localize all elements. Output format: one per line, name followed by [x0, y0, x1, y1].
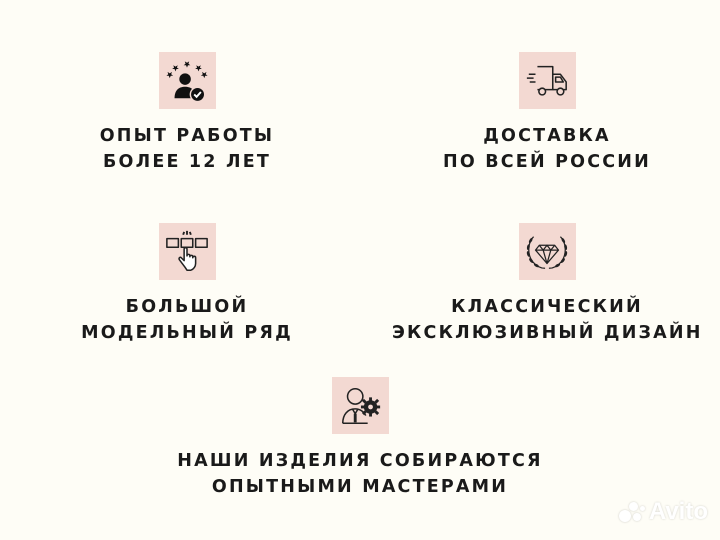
feature-experience: ОПЫТ РАБОТЫ БОЛЕЕ 12 ЛЕТ [87, 52, 287, 175]
feature-subtitle: ПО ВСЕЙ РОССИИ [443, 152, 651, 172]
feature-title: НАШИ ИЗДЕЛИЯ СОБИРАЮТСЯ [177, 451, 543, 471]
diamond-laurel-icon [526, 235, 568, 269]
feature-title: КЛАССИЧЕСКИЙ [451, 297, 643, 317]
feature-title: БОЛЬШОЙ [125, 297, 249, 317]
hand-select-icon [166, 230, 208, 271]
feature-tile [518, 223, 576, 280]
watermark-text: Avito [648, 498, 708, 525]
feature-craftsmen: НАШИ ИЗДЕЛИЯ СОБИРАЮТСЯ ОПЫТНЫМИ МАСТЕРА… [170, 377, 550, 500]
feature-classic-design: КЛАССИЧЕСКИЙ ЭКСКЛЮЗИВНЫЙ ДИЗАЙН [392, 223, 702, 346]
master-gear-icon [341, 387, 381, 424]
feature-title: ДОСТАВКА [483, 126, 611, 146]
feature-subtitle: МОДЕЛЬНЫЙ РЯД [81, 323, 293, 343]
feature-delivery: ДОСТАВКА ПО ВСЕЙ РОССИИ [422, 52, 672, 175]
feature-tile [158, 52, 216, 109]
avito-logo-icon [617, 500, 647, 524]
delivery-truck-icon [526, 65, 567, 96]
feature-tile [518, 52, 576, 109]
feature-model-range: БОЛЬШОЙ МОДЕЛЬНЫЙ РЯД [77, 223, 297, 346]
feature-title: ОПЫТ РАБОТЫ [99, 126, 275, 146]
feature-tile [158, 223, 216, 280]
feature-subtitle: БОЛЕЕ 12 ЛЕТ [102, 152, 272, 172]
rating-person-check-icon [166, 60, 208, 102]
feature-subtitle: ОПЫТНЫМИ МАСТЕРАМИ [211, 477, 509, 497]
feature-tile [331, 377, 389, 434]
avito-watermark: Avito [617, 498, 708, 526]
feature-subtitle: ЭКСКЛЮЗИВНЫЙ ДИЗАЙН [392, 323, 703, 343]
